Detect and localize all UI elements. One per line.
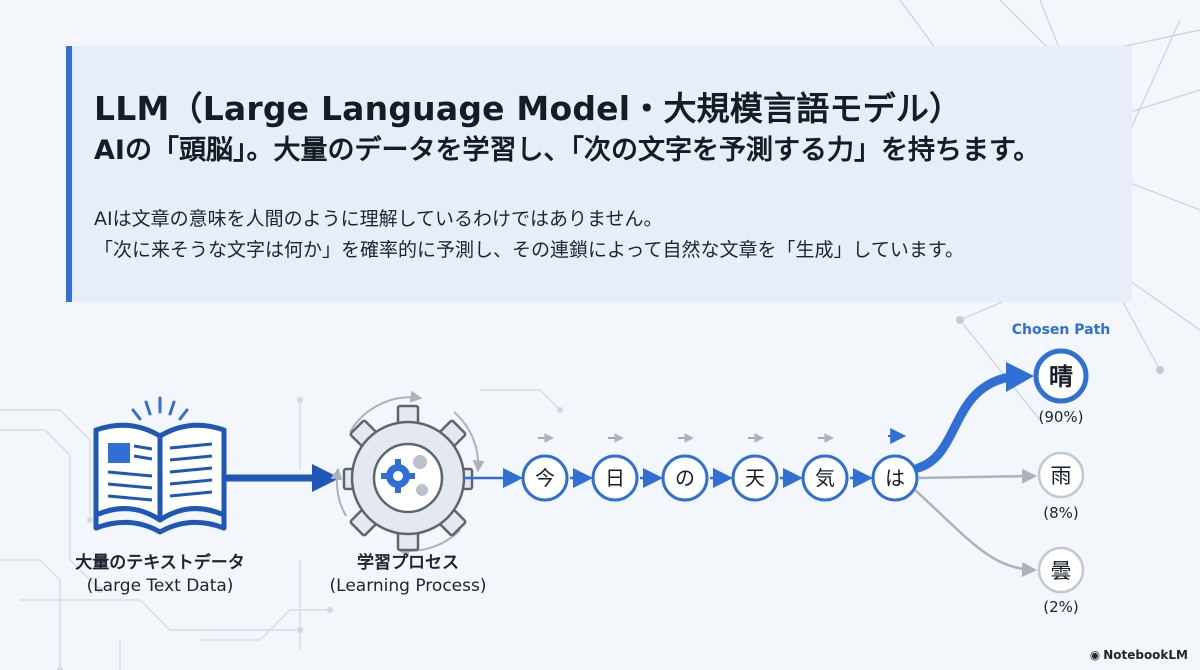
candidate-3-char: 曇 xyxy=(1051,559,1072,583)
token-5: 気 xyxy=(815,466,835,490)
process-label: 学習プロセス (Learning Process) xyxy=(330,552,487,598)
description-line-2: 「次に来そうな文字は何か」を確率的に予測し、その連鎖によって自然な文章を「生成」… xyxy=(94,239,965,261)
data-label-jp: 大量のテキストデータ xyxy=(75,553,245,573)
data-label-en: (Large Text Data) xyxy=(86,576,234,596)
brand-name: NotebookLM xyxy=(1103,648,1188,662)
token-6: は xyxy=(885,466,905,490)
page-title: LLM（Large Language Model・大規模言語モデル） xyxy=(94,89,963,128)
description-line-1: AIは文章の意味を人間のように理解しているわけではありません。 xyxy=(94,208,663,230)
gear-icon xyxy=(330,390,485,558)
candidate-1-prob: (90%) xyxy=(1038,408,1084,426)
book-icon xyxy=(93,396,227,535)
token-4: 天 xyxy=(745,466,765,490)
notebooklm-logo-icon: ◉ xyxy=(1089,648,1101,662)
arrow-icon xyxy=(226,464,340,492)
candidate-3-prob: (2%) xyxy=(1043,598,1079,616)
token-1: 今 xyxy=(535,466,555,490)
candidate-2-char: 雨 xyxy=(1051,464,1072,488)
brand-watermark: ◉NotebookLM xyxy=(1090,648,1188,662)
process-label-en: (Learning Process) xyxy=(329,576,487,596)
process-label-jp: 学習プロセス xyxy=(357,553,459,573)
candidate-2-prob: (8%) xyxy=(1043,504,1079,522)
token-2: 日 xyxy=(605,466,625,490)
page-subtitle: AIの「頭脳」。大量のデータを学習し、「次の文字を予測する力」を持ちます。 xyxy=(94,135,1041,166)
chosen-path-label: Chosen Path xyxy=(1011,322,1111,338)
header-card xyxy=(66,46,1132,302)
candidate-chosen-char: 晴 xyxy=(1049,363,1073,391)
token-3: の xyxy=(675,466,695,490)
data-label: 大量のテキストデータ (Large Text Data) xyxy=(75,552,245,598)
